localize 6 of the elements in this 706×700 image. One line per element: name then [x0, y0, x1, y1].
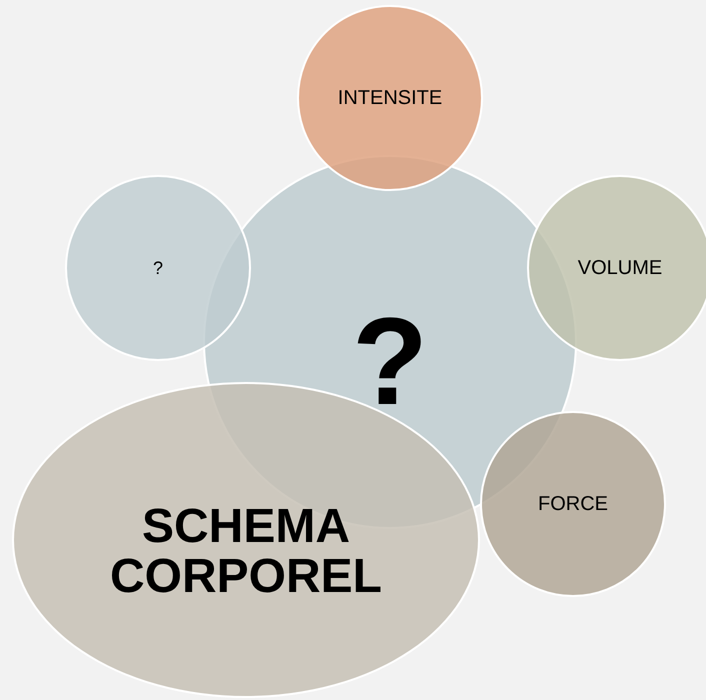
node-label: SCHEMA CORPOREL	[108, 502, 383, 602]
node-label: VOLUME	[578, 258, 662, 278]
node-label: ?	[152, 258, 163, 278]
node-label: ?	[352, 296, 428, 428]
node-label: INTENSITE	[338, 88, 442, 108]
node-label: FORCE	[538, 494, 608, 514]
